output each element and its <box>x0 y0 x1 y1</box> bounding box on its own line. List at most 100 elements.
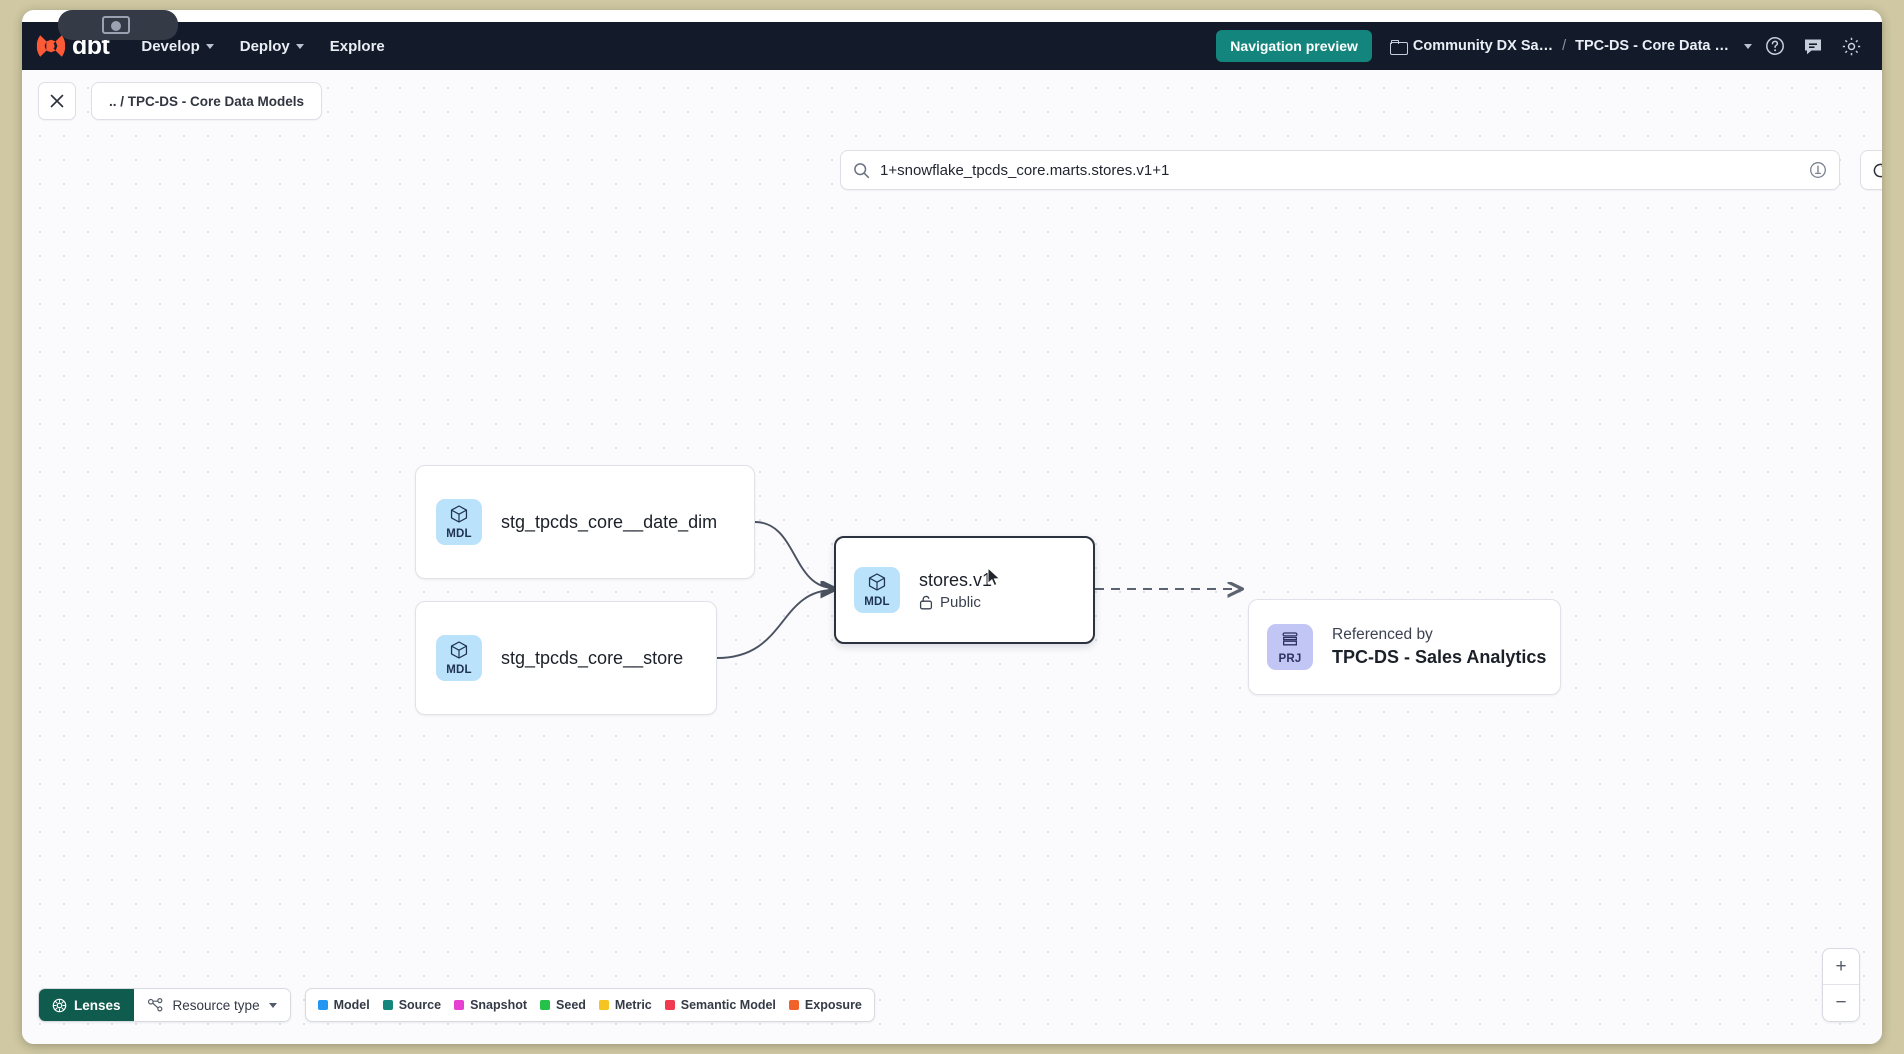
lineage-toolbar: .. / TPC-DS - Core Data Models <box>22 70 1882 132</box>
nav-item-develop-label: Develop <box>141 37 200 55</box>
node-badge-mdl: MDL <box>436 499 482 545</box>
dbt-mark-icon <box>36 32 66 60</box>
node-badge-label: MDL <box>446 528 472 540</box>
legend-swatch <box>317 1000 328 1010</box>
refresh-icon <box>1873 163 1882 177</box>
node-label-group: stg_tpcds_core__store <box>501 648 683 669</box>
node-badge-mdl: MDL <box>854 567 900 613</box>
lenses-button[interactable]: Lenses <box>39 989 134 1021</box>
legend-label: Seed <box>556 998 586 1012</box>
node-badge-mdl: MDL <box>436 635 482 681</box>
help-icon <box>1766 37 1784 55</box>
graph-node-stg-store[interactable]: MDL stg_tpcds_core__store <box>415 601 717 715</box>
lenses-button-label: Lenses <box>74 997 121 1013</box>
legend-item-metric: Metric <box>598 998 652 1012</box>
top-navigation-bar: dbt Develop Deploy Explore Navigation pr… <box>22 22 1882 70</box>
chevron-down-icon <box>295 43 304 49</box>
node-access-label: Public <box>940 593 981 611</box>
zoom-out-button[interactable]: − <box>1835 992 1847 1013</box>
legend-swatch <box>382 1000 393 1010</box>
lens-icon <box>52 998 67 1012</box>
legend-item-seed: Seed <box>540 998 586 1012</box>
project-selector[interactable]: TPC-DS - Core Data … <box>1575 38 1752 54</box>
close-lineage-button[interactable] <box>38 82 76 120</box>
settings-button[interactable] <box>1836 31 1866 61</box>
unlock-icon <box>919 595 933 609</box>
browser-tab-stub[interactable] <box>58 10 178 40</box>
settings-gear-icon <box>1842 37 1860 55</box>
node-badge-label: MDL <box>446 664 472 676</box>
project-name-label: TPC-DS - Core Data … <box>1575 38 1729 54</box>
search-query-text: 1+snowflake_tpcds_core.marts.stores.v1+1 <box>880 161 1170 179</box>
chevron-down-icon <box>1744 43 1752 49</box>
zoom-controls: + − <box>1822 948 1860 1022</box>
legend-swatch <box>788 1000 799 1010</box>
nav-item-explore[interactable]: Explore <box>330 38 385 55</box>
node-label-group: stg_tpcds_core__date_dim <box>501 512 717 533</box>
legend-item-snapshot: Snapshot <box>454 998 527 1012</box>
cube-icon <box>449 504 469 527</box>
node-title: TPC-DS - Sales Analytics <box>1332 647 1547 667</box>
search-icon <box>854 162 870 178</box>
node-title: stores.v1 <box>919 569 993 590</box>
legend-swatch <box>664 1000 675 1010</box>
nodes-icon <box>147 997 162 1011</box>
legend-label: Exposure <box>804 998 862 1012</box>
nav-item-deploy-label: Deploy <box>239 37 290 55</box>
legend-item-semantic-model: Semantic Model <box>664 998 776 1012</box>
feedback-button[interactable] <box>1798 31 1828 61</box>
node-badge-label: PRJ <box>1278 653 1302 665</box>
legend-item-source: Source <box>382 998 442 1012</box>
tab-thumbnail-icon <box>102 16 130 34</box>
legend-label: Model <box>333 998 370 1012</box>
resource-type-filter[interactable]: Resource type <box>133 989 290 1021</box>
help-button[interactable] <box>1760 31 1790 61</box>
node-label-group: Referenced by TPC-DS - Sales Analytics <box>1332 626 1546 668</box>
node-badge-label: MDL <box>864 596 890 608</box>
legend-label: Snapshot <box>470 998 528 1012</box>
chevron-down-icon <box>268 1002 277 1008</box>
node-access-row: Public <box>919 594 992 611</box>
account-name-label: Community DX Sa… <box>1412 38 1554 54</box>
lens-button-group: Lenses Resource type <box>38 988 291 1022</box>
breadcrumb-separator: / <box>1562 38 1567 54</box>
legend-item-exposure: Exposure <box>788 998 862 1012</box>
node-pretitle: Referenced by <box>1332 626 1433 643</box>
browser-viewport: dbt Develop Deploy Explore Navigation pr… <box>22 10 1882 1044</box>
node-title: stg_tpcds_core__store <box>501 647 684 668</box>
close-icon <box>50 94 64 108</box>
refresh-button[interactable] <box>1860 150 1882 190</box>
graph-node-stg-date-dim[interactable]: MDL stg_tpcds_core__date_dim <box>415 465 755 579</box>
legend-label: Metric <box>614 998 652 1012</box>
node-title: stg_tpcds_core__date_dim <box>501 511 718 532</box>
breadcrumb[interactable]: .. / TPC-DS - Core Data Models <box>91 82 323 120</box>
node-badge-prj: PRJ <box>1267 624 1313 670</box>
legend-label: Source <box>398 998 442 1012</box>
chevron-down-icon <box>205 43 214 49</box>
node-label-group: stores.v1 Public <box>919 570 992 611</box>
resource-type-legend: Model Source Snapshot Seed <box>304 988 875 1022</box>
nav-item-develop[interactable]: Develop <box>141 37 214 55</box>
nav-item-deploy[interactable]: Deploy <box>240 38 304 55</box>
lineage-canvas[interactable]: .. / TPC-DS - Core Data Models 1+snowfla… <box>22 70 1882 1044</box>
search-input[interactable]: 1+snowflake_tpcds_core.marts.stores.v1+1 <box>840 150 1840 190</box>
graph-node-referenced-by-project[interactable]: PRJ Referenced by TPC-DS - Sales Analyti… <box>1248 599 1561 695</box>
legend-swatch <box>454 1000 465 1010</box>
graph-edges <box>716 521 1882 659</box>
zoom-in-button[interactable]: + <box>1823 949 1859 985</box>
graph-node-stores-v1[interactable]: MDL stores.v1 Public <box>834 536 1095 644</box>
folder-icon <box>1389 39 1408 55</box>
legend-swatch <box>598 1000 609 1010</box>
account-selector[interactable]: Community DX Sa… <box>1389 38 1554 55</box>
canvas-bottom-toolbar: Lenses Resource type <box>38 988 875 1022</box>
main-nav-items: Develop Deploy Explore <box>141 38 384 55</box>
stack-icon <box>1280 629 1300 652</box>
resource-type-label: Resource type <box>172 997 260 1013</box>
navigation-preview-button[interactable]: Navigation preview <box>1216 30 1372 62</box>
cube-icon <box>449 640 469 663</box>
cube-icon <box>867 572 887 595</box>
legend-label: Semantic Model <box>680 998 776 1012</box>
legend-item-model: Model <box>317 998 370 1012</box>
info-icon[interactable] <box>1809 161 1827 179</box>
